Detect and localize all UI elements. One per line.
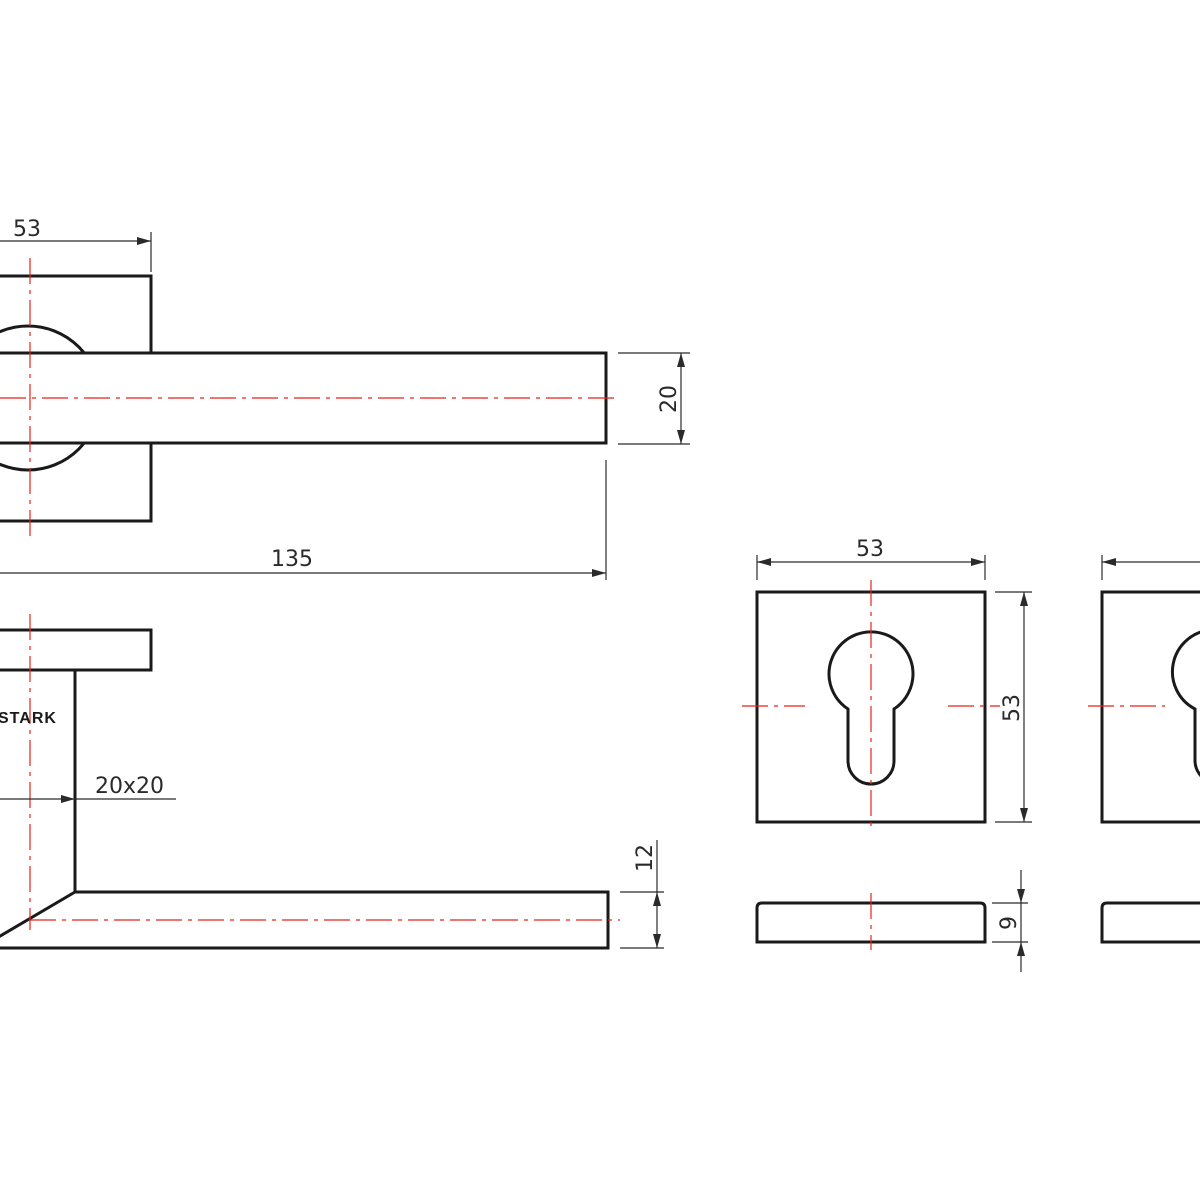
lever-side-view: STARK (0, 614, 620, 950)
dim-escutcheon-width: 53 (756, 537, 986, 580)
keyhole-outline (827, 630, 915, 786)
escutcheon-2-side-outline (1100, 901, 1200, 944)
dim-spindle-size: 20x20 (0, 774, 176, 803)
rose-plate-side (0, 628, 153, 672)
dim-escutcheon-thickness-label: 9 (997, 916, 1022, 930)
lever-bend-line (0, 890, 76, 938)
escutcheon-side-2 (1100, 901, 1200, 944)
dim-lever-width: 20 (618, 352, 690, 445)
escutcheon-side-outline (755, 901, 987, 944)
dim-escutcheon-width-label: 53 (856, 537, 884, 562)
dim-lever-thickness-label: 12 (633, 844, 658, 872)
dim-lever-width-label: 20 (657, 385, 682, 413)
dim-escutcheon-height-label: 53 (1000, 694, 1025, 722)
dim-escutcheon-thickness: 9 (992, 870, 1028, 972)
keyhole-2-outline (1171, 630, 1200, 777)
lever-top-view (0, 258, 620, 540)
dim-spindle-size-label: 20x20 (95, 774, 164, 799)
escutcheon-front-2 (1088, 590, 1200, 824)
dim-escutcheon-height: 53 (995, 591, 1032, 823)
dim-escutcheon-2-width (1101, 555, 1200, 580)
dim-lever-length: 135 (0, 460, 607, 580)
dim-rose-width-label: 53 (13, 217, 41, 242)
escutcheon-front-1 (742, 580, 1000, 832)
escutcheon-2-plate-outline (1100, 590, 1200, 824)
escutcheon-side-1 (755, 893, 987, 950)
dim-lever-thickness: 12 (620, 840, 664, 949)
brand-logo: STARK (0, 710, 57, 727)
lever-neck-profile (0, 670, 610, 950)
dim-lever-length-label: 135 (271, 547, 313, 572)
dim-rose-width: 53 (0, 217, 152, 272)
